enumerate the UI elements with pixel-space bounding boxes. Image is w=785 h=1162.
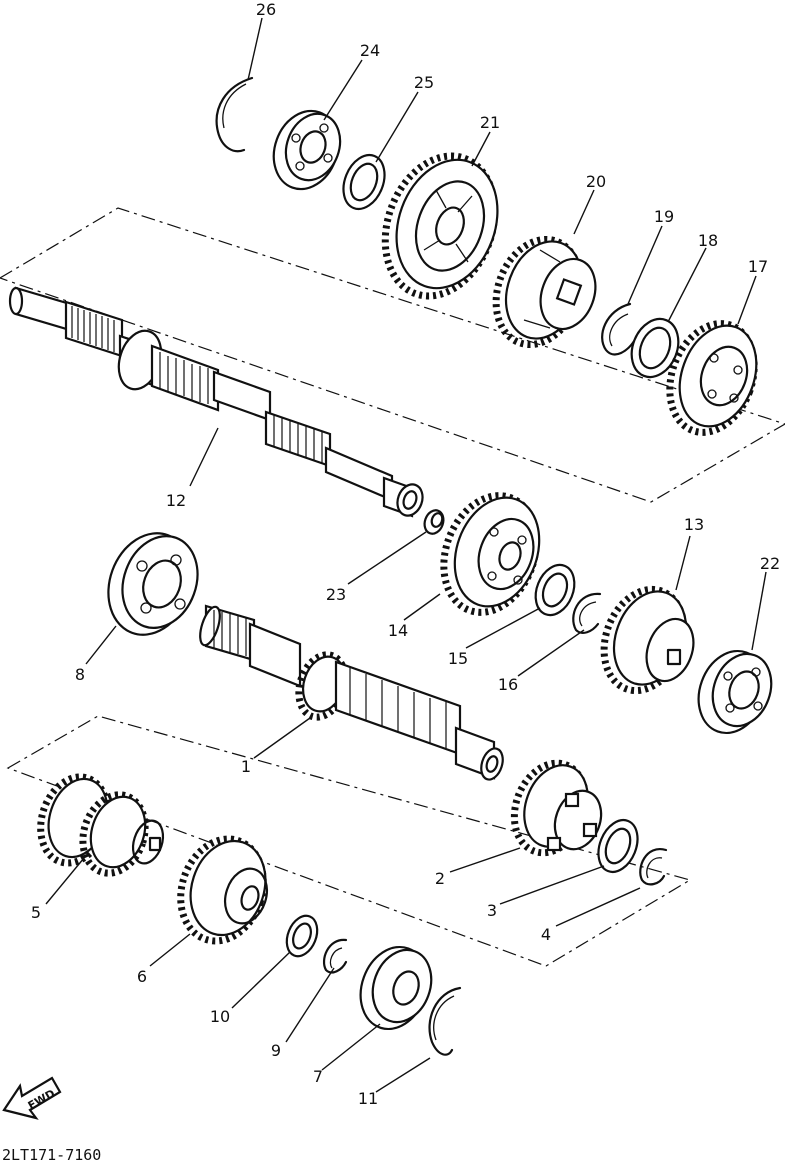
circlip-part-11	[428, 986, 462, 1056]
part-label-9: 9	[271, 1041, 281, 1060]
drawing-code: 2LT171-7160	[2, 1146, 101, 1162]
gear-part-14	[440, 492, 541, 616]
part-label-11: 11	[358, 1089, 378, 1108]
part-label-25: 25	[414, 73, 434, 92]
part-label-7: 7	[313, 1067, 323, 1086]
bearing-part-8	[107, 532, 199, 636]
gear-part-5	[37, 773, 165, 877]
forward-direction-arrow: FWD	[2, 1076, 62, 1120]
circlip-part-19	[601, 302, 638, 356]
part-label-8: 8	[75, 665, 85, 684]
part-label-23: 23	[326, 585, 346, 604]
circlip-part-4	[639, 847, 668, 886]
part-label-22: 22	[760, 554, 780, 573]
part-label-5: 5	[31, 903, 41, 922]
part-label-3: 3	[487, 901, 497, 920]
gear-part-6	[177, 835, 268, 945]
washer-part-15	[534, 563, 576, 617]
bearing-part-24	[272, 109, 342, 191]
part-number-labels: 26 24 25 21 20 19 18 17 12 13 22 23 14 1…	[31, 0, 780, 1108]
part-label-20: 20	[586, 172, 606, 191]
gear-part-21	[381, 152, 499, 300]
bearing-part-7	[359, 945, 433, 1031]
washer-part-3	[597, 818, 639, 874]
washer-part-25	[342, 153, 386, 211]
part-label-18: 18	[698, 231, 718, 250]
part-label-21: 21	[480, 113, 500, 132]
circlip-part-16	[572, 592, 602, 634]
leader-lines	[45, 17, 767, 1093]
gear-part-2	[510, 759, 603, 857]
part-label-26: 26	[256, 0, 276, 19]
part-label-6: 6	[137, 967, 147, 986]
washer-part-18	[630, 317, 680, 379]
washer-part-10	[285, 914, 319, 958]
gear-part-20	[492, 235, 597, 349]
part-label-13: 13	[684, 515, 704, 534]
bearing-part-22	[697, 649, 773, 735]
main-axle-part-12	[8, 286, 424, 518]
part-label-4: 4	[541, 925, 551, 944]
part-label-19: 19	[654, 207, 674, 226]
part-label-16: 16	[498, 675, 518, 694]
circlip-part-26	[215, 76, 254, 153]
part-label-17: 17	[748, 257, 768, 276]
gear-part-13	[600, 585, 695, 695]
part-label-1: 1	[241, 757, 251, 776]
part-label-10: 10	[210, 1007, 230, 1026]
gear-part-17	[666, 320, 758, 436]
part-label-12: 12	[166, 491, 186, 510]
part-label-2: 2	[435, 869, 445, 888]
part-label-15: 15	[448, 649, 468, 668]
bushing-part-23	[423, 509, 445, 535]
drive-axle-part-1	[199, 604, 504, 781]
part-label-14: 14	[388, 621, 408, 640]
main-axle-assembly-boundary	[0, 207, 785, 503]
circlip-part-9	[322, 938, 348, 974]
part-label-24: 24	[360, 41, 380, 60]
